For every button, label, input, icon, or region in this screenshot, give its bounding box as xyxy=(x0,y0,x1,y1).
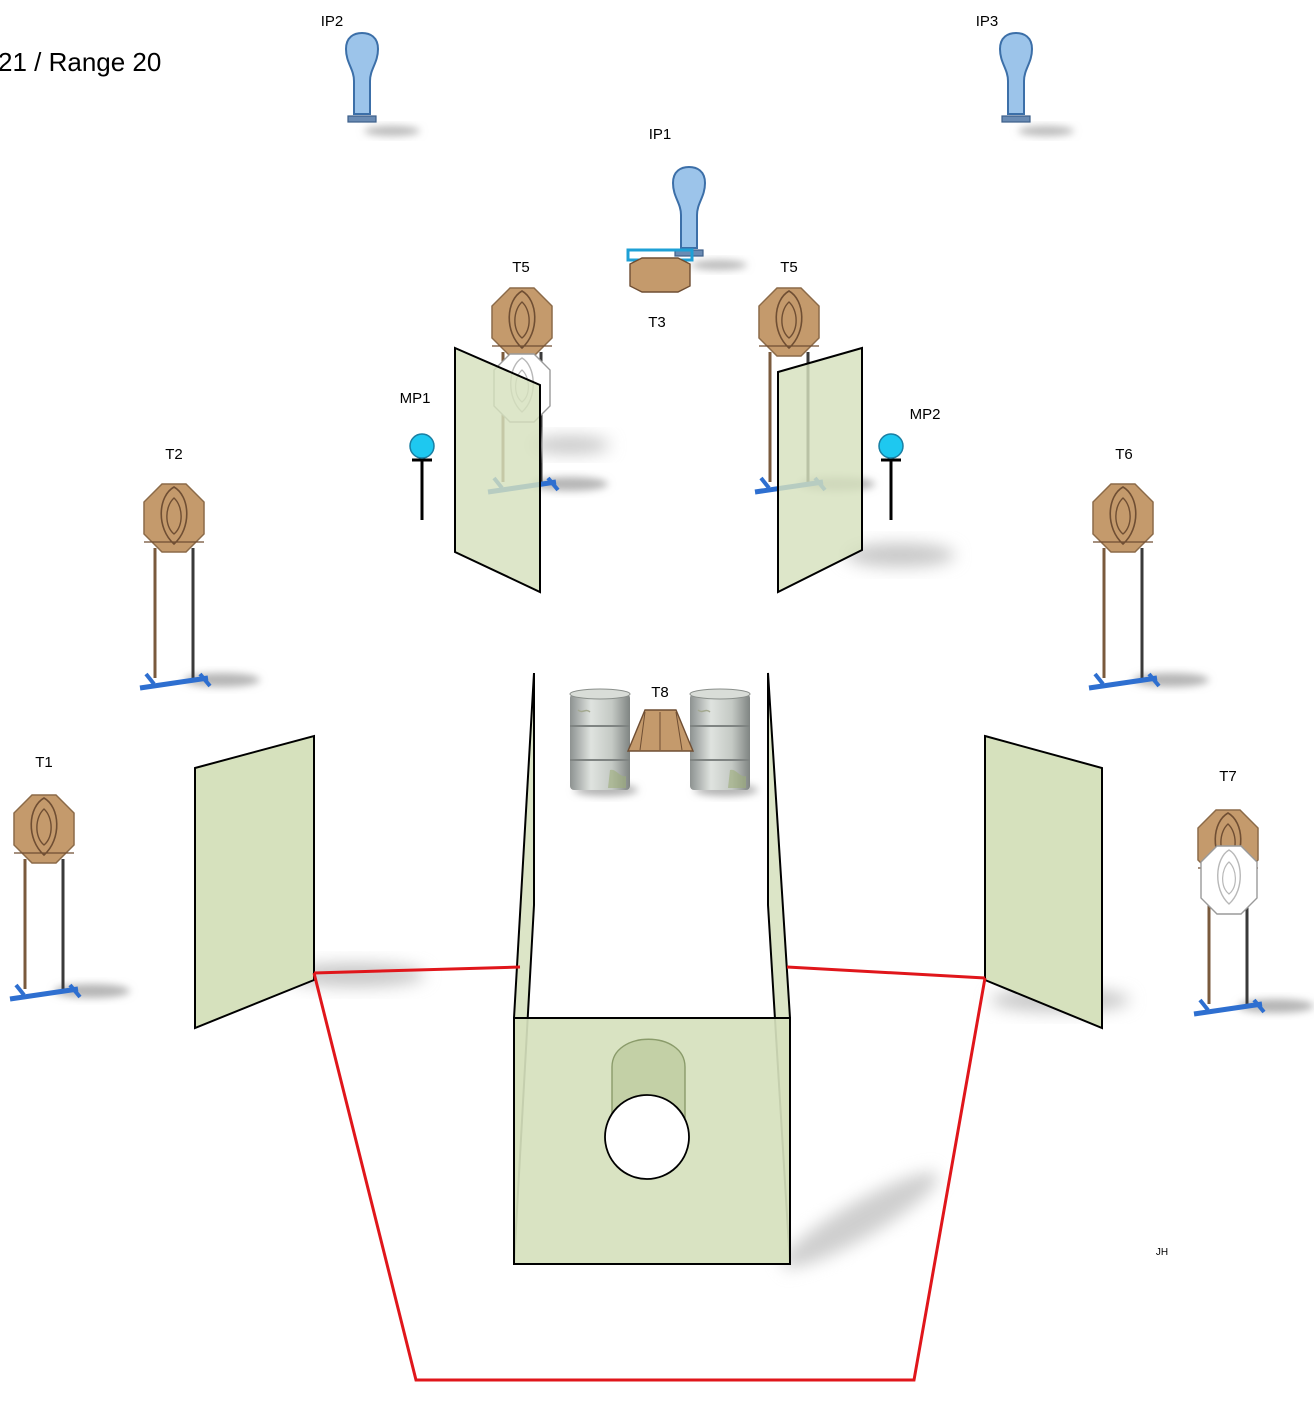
no-shoot-t7 xyxy=(1200,845,1258,915)
wall-right xyxy=(984,734,1103,1030)
label-t3: T3 xyxy=(648,314,666,331)
label-t1: T1 xyxy=(35,754,53,771)
target-t5-left: T5 xyxy=(488,259,608,492)
label-mp1: MP1 xyxy=(400,390,431,407)
popper-ip2: IP2 xyxy=(321,13,420,136)
label-t8: T8 xyxy=(651,684,669,701)
metal-plate-mp2: MP2 xyxy=(877,406,941,522)
label-t2: T2 xyxy=(165,446,183,463)
barrel-right xyxy=(690,689,758,796)
shooting-area-boundary xyxy=(312,972,987,1382)
author-initials: JH xyxy=(1156,1247,1168,1258)
label-ip2: IP2 xyxy=(321,13,344,30)
target-t1: T1 xyxy=(10,754,130,999)
wall-upper-left xyxy=(454,346,541,594)
label-ip1: IP1 xyxy=(649,126,672,143)
label-t7: T7 xyxy=(1219,768,1237,785)
t3-target xyxy=(629,257,691,293)
wall-left xyxy=(194,734,315,1030)
fault-line-left xyxy=(313,965,521,975)
port-opening xyxy=(604,1094,690,1180)
metal-plate-mp1: MP1 xyxy=(400,390,436,522)
page-title: 21 / Range 20 xyxy=(0,47,161,77)
target-t2: T2 xyxy=(140,446,260,688)
fault-line-right xyxy=(786,965,986,980)
target-t8-barrels: T8 xyxy=(570,684,758,796)
target-t5-right: T5 xyxy=(755,259,875,492)
label-t5-left: T5 xyxy=(512,259,530,276)
wall-upper-right xyxy=(777,346,863,594)
target-t7: T7 xyxy=(1194,768,1314,1014)
label-ip3: IP3 xyxy=(976,13,999,30)
popper-ip3: IP3 xyxy=(976,13,1074,136)
barrel-left xyxy=(570,689,638,796)
label-t5-right: T5 xyxy=(780,259,798,276)
popper-ip1-with-t3: IP1 T3 xyxy=(626,126,747,331)
label-mp2: MP2 xyxy=(910,406,941,423)
barricade-with-port xyxy=(513,1017,791,1265)
label-t6: T6 xyxy=(1115,446,1133,463)
target-t6: T6 xyxy=(1089,446,1209,688)
